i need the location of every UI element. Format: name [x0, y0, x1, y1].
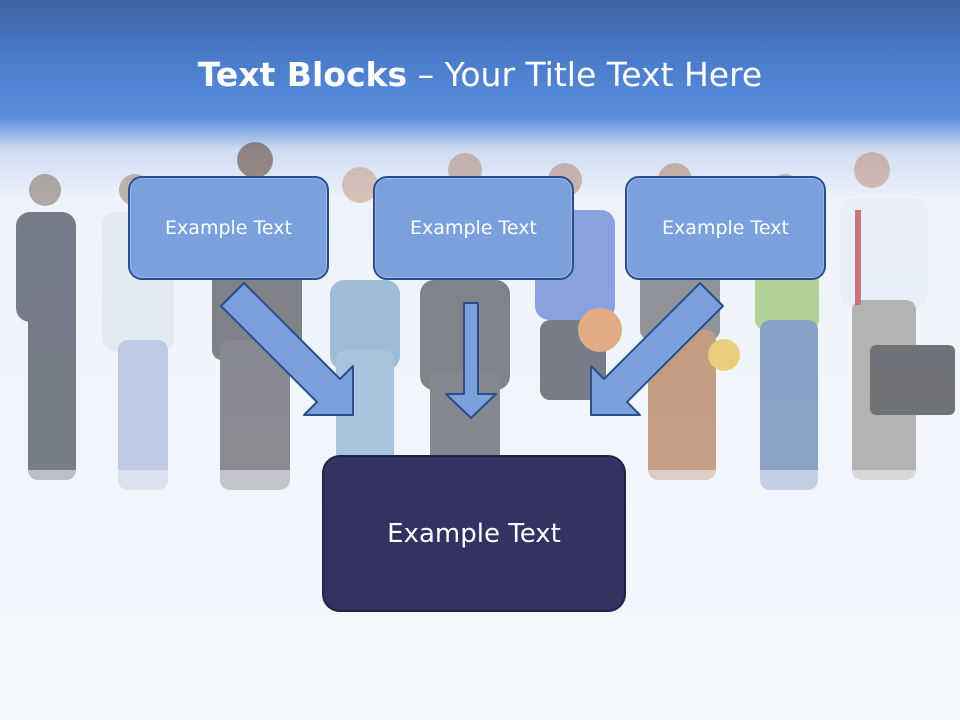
text-block-center-label: Example Text: [410, 217, 537, 239]
text-block-right-label: Example Text: [662, 217, 789, 239]
arrow-left-icon: [220, 282, 354, 416]
text-block-right[interactable]: Example Text: [625, 176, 826, 280]
text-block-left[interactable]: Example Text: [128, 176, 329, 280]
text-block-center[interactable]: Example Text: [373, 176, 574, 280]
title-separator: –: [417, 55, 435, 94]
slide-title: Text Blocks – Your Title Text Here: [0, 52, 960, 98]
arrow-center-icon: [445, 302, 497, 419]
text-block-left-label: Example Text: [165, 217, 292, 239]
title-bold-text: Text Blocks: [197, 55, 408, 94]
target-text-block-label: Example Text: [387, 518, 561, 549]
title-rest-text: Your Title Text Here: [444, 55, 763, 94]
arrow-right-icon: [590, 282, 724, 416]
target-text-block[interactable]: Example Text: [322, 455, 626, 612]
